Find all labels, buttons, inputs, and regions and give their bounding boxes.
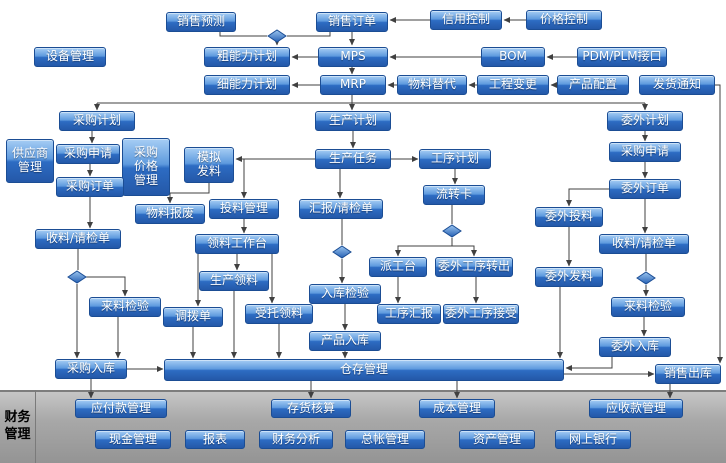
node-purchase-request: 采购申请 (56, 144, 120, 164)
node-fine-capacity-plan: 细能力计划 (204, 75, 290, 95)
node-report-inspection-request: 汇报/请检单 (299, 199, 383, 219)
node-sales-forecast: 销售预测 (166, 12, 236, 32)
node-outsourcing-feeding: 委外投料 (535, 207, 603, 227)
node-engineering-change: 工程变更 (477, 75, 549, 95)
node-warehouse-mgmt: 仓存管理 (164, 359, 564, 381)
node-inventory-accounting: 存货核算 (271, 399, 351, 418)
node-mps: MPS (318, 47, 388, 67)
node-equipment-mgmt: 设备管理 (34, 47, 106, 67)
node-purchase-plan: 采购计划 (59, 111, 135, 131)
node-dispatch-station: 派工台 (369, 257, 427, 277)
node-material-substitute: 物料替代 (397, 75, 467, 95)
node-general-ledger: 总帐管理 (345, 430, 425, 449)
node-outsourcing-process-in: 委外工序接受 (443, 304, 519, 324)
node-picking-workbench: 领料工作台 (195, 234, 279, 254)
node-credit-control: 信用控制 (430, 10, 502, 30)
node-production-plan: 生产计划 (315, 111, 391, 131)
node-financial-analysis: 财务分析 (259, 430, 333, 449)
node-delivery-notice: 发货通知 (639, 75, 715, 95)
node-feeding-mgmt: 投料管理 (209, 199, 279, 219)
node-warehousing-inspection: 入库检验 (309, 284, 381, 304)
node-rough-capacity-plan: 粗能力计划 (204, 47, 290, 67)
node-simulated-issue: 模拟 发料 (184, 147, 234, 183)
node-incoming-inspection: 来料检验 (89, 297, 161, 317)
node-price-control: 价格控制 (526, 10, 602, 30)
decision-diamond (267, 29, 287, 43)
node-mrp: MRP (320, 75, 386, 95)
node-purchase-warehousing: 采购入库 (55, 359, 127, 379)
node-supplier-mgmt: 供应商 管理 (6, 139, 54, 183)
node-asset-mgmt: 资产管理 (459, 430, 535, 449)
node-purchase-order: 采购订单 (56, 177, 124, 197)
decision-diamond (636, 271, 656, 285)
node-cost-mgmt: 成本管理 (419, 399, 495, 418)
finance-section-label: 财务 管理 (0, 390, 36, 463)
node-outsourcing-process-out: 委外工序转出 (435, 257, 513, 277)
node-outsourcing-incoming-inspection: 来料检验 (611, 297, 685, 317)
decision-diamond (67, 270, 87, 284)
node-purchase-price-mgmt: 采购 价格 管理 (122, 138, 170, 196)
node-outsourcing-warehousing: 委外入库 (599, 337, 671, 357)
node-ap-mgmt: 应付款管理 (75, 399, 167, 418)
node-outsourcing-purchase-request: 采购申请 (609, 142, 681, 162)
node-reports: 报表 (185, 430, 245, 449)
node-sales-order: 销售订单 (316, 12, 388, 32)
decision-diamond (332, 245, 352, 259)
node-process-report: 工序汇报 (377, 304, 441, 324)
node-outsourcing-receive-inspection: 收料/请检单 (599, 234, 689, 254)
node-outsourcing-order: 委外订单 (609, 179, 681, 199)
node-ar-mgmt: 应收款管理 (589, 399, 683, 418)
node-transfer-order: 调拨单 (163, 307, 223, 327)
decision-diamond (442, 224, 462, 238)
node-online-banking: 网上银行 (555, 430, 631, 449)
node-receive-inspection-request: 收料/请检单 (35, 229, 121, 249)
node-production-picking: 生产领料 (199, 271, 269, 291)
node-cash-mgmt: 现金管理 (95, 430, 171, 449)
node-sales-delivery: 销售出库 (655, 364, 721, 384)
node-outsourcing-plan: 委外计划 (607, 111, 683, 131)
node-production-task: 生产任务 (315, 149, 391, 169)
node-pdm-plm-interface: PDM/PLM接口 (577, 47, 667, 67)
node-product-config: 产品配置 (557, 75, 629, 95)
node-process-plan: 工序计划 (419, 149, 491, 169)
node-entrusted-picking: 受托领料 (245, 304, 313, 324)
node-product-warehousing: 产品入库 (309, 331, 381, 351)
node-bom: BOM (481, 47, 545, 67)
node-transfer-card: 流转卡 (423, 185, 485, 205)
node-material-scrap: 物料报废 (135, 204, 205, 224)
node-outsourcing-issue: 委外发料 (535, 267, 603, 287)
